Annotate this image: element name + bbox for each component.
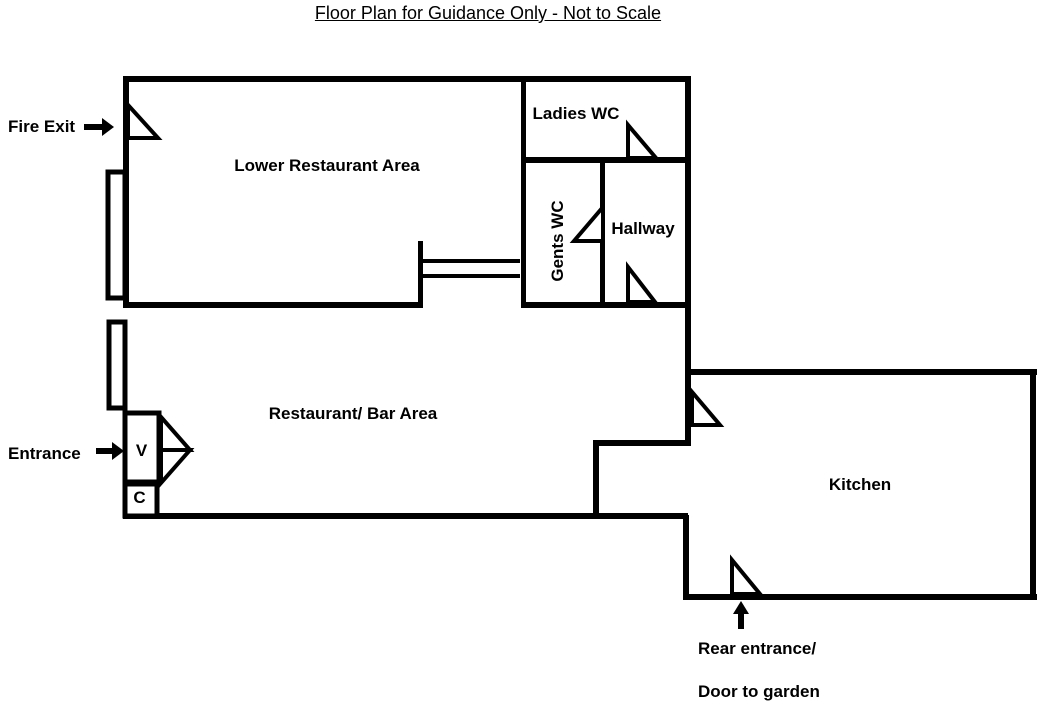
wall-wc-bottom xyxy=(521,302,691,308)
fire-exit-arrow-right-icon xyxy=(84,118,114,136)
room-label-ladies-wc: Ladies WC xyxy=(532,104,620,123)
window-upper-icon xyxy=(105,169,128,301)
wall-ladies-bottom xyxy=(521,157,691,163)
wall-restaurant-bottom xyxy=(123,513,688,519)
room-label-lower-restaurant: Lower Restaurant Area xyxy=(234,156,420,175)
annotation-arrows xyxy=(84,118,749,629)
wall-kitchen-bottom xyxy=(683,594,1037,600)
entrance-arrow-right-icon xyxy=(96,442,124,460)
rear-entrance-label-line2: Door to garden xyxy=(698,682,820,701)
room-label-gents-wc: Gents WC xyxy=(548,200,567,282)
wall-corridor-lower xyxy=(423,274,520,278)
rear-entrance-arrow-up-icon xyxy=(733,601,749,629)
ladies-wc-door-swing-icon xyxy=(626,119,661,160)
page-title: Floor Plan for Guidance Only - Not to Sc… xyxy=(314,3,662,23)
wall-right xyxy=(685,76,691,446)
wall-notch-top xyxy=(593,440,691,446)
door-swings xyxy=(126,99,765,596)
entrance-boxes xyxy=(122,410,162,519)
room-label-kitchen: Kitchen xyxy=(828,475,892,494)
fire-exit-label: Fire Exit xyxy=(8,117,76,136)
windows xyxy=(105,169,128,411)
room-label-vestibule: V xyxy=(135,441,148,460)
rear-entrance-door-swing-icon xyxy=(730,554,765,596)
window-lower-icon xyxy=(106,319,128,411)
room-label-hallway: Hallway xyxy=(611,219,675,238)
entrance-door-swing-top-icon xyxy=(159,411,195,452)
rear-entrance-label-line1: Rear entrance/ xyxy=(698,639,817,658)
wall-wc-left xyxy=(521,76,526,308)
room-label-restaurant-bar: Restaurant/ Bar Area xyxy=(268,404,438,423)
entrance-label: Entrance xyxy=(8,444,81,463)
room-label-cupboard: C xyxy=(133,488,146,507)
cupboard-box xyxy=(122,481,160,519)
gents-wc-door-swing-icon xyxy=(569,201,605,243)
wall-corridor-upper xyxy=(423,259,520,263)
entrance-door-swing-bottom-icon xyxy=(159,448,195,489)
wall-kitchen-left-lower xyxy=(683,515,689,600)
hallway-door-swing-icon xyxy=(626,261,660,304)
wall-kitchen-right xyxy=(1030,369,1036,600)
kitchen-door-swing-icon xyxy=(690,386,725,427)
wall-notch-left xyxy=(593,440,599,519)
wall-top xyxy=(123,76,691,82)
wall-kitchen-top xyxy=(691,369,1037,375)
fire-exit-door-swing-icon xyxy=(126,99,163,140)
wall-lower-restaurant-bottom xyxy=(123,302,423,308)
walls xyxy=(123,76,1037,600)
wall-corridor-vertical xyxy=(418,241,423,306)
